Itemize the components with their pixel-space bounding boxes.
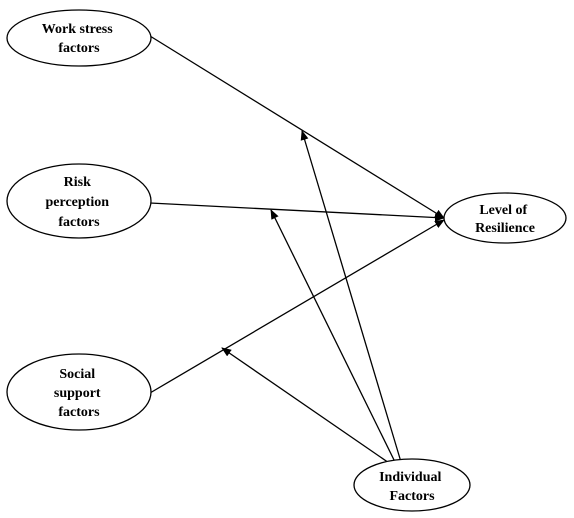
- node-social-support-shape: [6, 353, 152, 431]
- node-social-support: Social support factors: [6, 353, 152, 431]
- edge-individual-moderates-social-support: [221, 347, 393, 466]
- node-risk-perception-line-2: perception: [45, 195, 109, 210]
- edge-work-stress-to-resilience: [149, 35, 445, 219]
- node-risk-perception-line-1: Risk: [64, 175, 91, 190]
- edge-social-support-to-resilience: [149, 219, 445, 394]
- node-social-support-line-3: factors: [58, 405, 100, 420]
- edge-risk-perception-to-resilience: [149, 202, 445, 222]
- node-social-support-line-2: support: [54, 386, 101, 401]
- node-work-stress-label: Work stress factors: [42, 22, 116, 56]
- edge-individual-moderates-work-stress: [300, 130, 402, 463]
- node-risk-perception-line-3: factors: [58, 215, 100, 230]
- node-individual-line-1: Individual: [379, 470, 441, 485]
- node-resilience-shape: [443, 192, 567, 244]
- node-individual-label: Individual Factors: [379, 470, 445, 504]
- node-work-stress-line-2: factors: [58, 41, 100, 56]
- node-social-support-line-1: Social: [59, 367, 95, 382]
- node-individual: Individual Factors: [353, 458, 471, 512]
- edge-individual-moderates-risk-perception: [270, 209, 397, 465]
- node-work-stress-line-1: Work stress: [42, 22, 113, 37]
- node-individual-shape: [353, 458, 471, 512]
- node-work-stress: Work stress factors: [6, 9, 152, 67]
- node-individual-line-2: Factors: [389, 489, 435, 504]
- node-work-stress-shape: [6, 9, 152, 67]
- node-risk-perception-shape: [6, 163, 152, 239]
- node-resilience-line-2: Resilience: [475, 221, 535, 236]
- node-risk-perception: Risk perception factors: [6, 163, 152, 239]
- node-social-support-label: Social support factors: [54, 367, 104, 420]
- node-resilience-label: Level of Resilience: [475, 203, 535, 236]
- node-resilience-line-1: Level of: [479, 203, 527, 218]
- node-resilience: Level of Resilience: [443, 192, 567, 244]
- edges: [149, 35, 445, 466]
- node-risk-perception-label: Risk perception factors: [45, 175, 112, 230]
